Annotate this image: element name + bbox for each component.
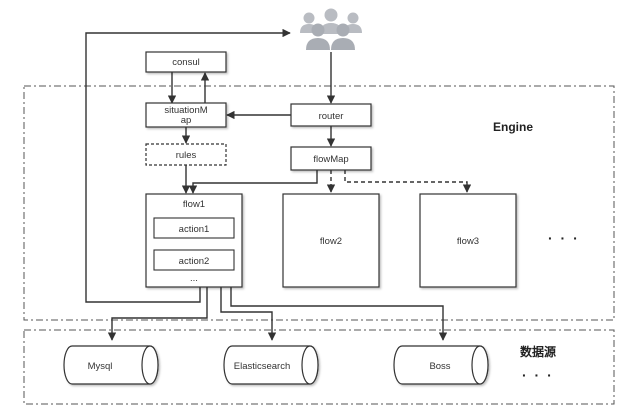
engine-label: Engine: [493, 120, 533, 134]
flow1-box[interactable]: [145, 193, 243, 288]
mysql-label: Mysql: [88, 361, 113, 372]
boss-datasource[interactable]: Boss: [393, 345, 489, 385]
datasource-region: [23, 329, 615, 405]
router-box[interactable]: [290, 103, 372, 127]
situationmap-box[interactable]: [145, 102, 227, 128]
action2-box[interactable]: [153, 249, 235, 271]
flow1-more-label: ...: [190, 273, 198, 284]
flow2-box[interactable]: [282, 193, 380, 288]
situationmap-label-line1: situationM: [164, 105, 207, 116]
dashed-connectors: [326, 170, 472, 193]
consul-box[interactable]: [145, 51, 227, 73]
flow2-label: flow2: [320, 236, 342, 247]
mysql-datasource[interactable]: Mysql: [63, 345, 159, 385]
flowmap-label: flowMap: [313, 154, 348, 165]
flow3-box[interactable]: [419, 193, 517, 288]
datasource-label: 数据源: [520, 344, 556, 359]
users-group-icon: [300, 8, 362, 50]
flow1-to-users-connector: [85, 28, 291, 303]
action1-label: action1: [179, 224, 210, 235]
action1-box[interactable]: [153, 217, 235, 239]
boss-label: Boss: [429, 361, 450, 372]
rules-label: rules: [176, 150, 197, 161]
flow1-label: flow1: [183, 199, 205, 210]
more-datasources-indicator: · · ·: [522, 367, 554, 383]
connectors: [85, 28, 448, 341]
flow3-label: flow3: [457, 236, 479, 247]
elasticsearch-label: Elasticsearch: [234, 361, 291, 372]
action2-label: action2: [179, 256, 210, 267]
elasticsearch-datasource[interactable]: Elasticsearch: [223, 345, 319, 385]
flowmap-to-flow3-connector: [344, 170, 472, 193]
router-label: router: [319, 111, 344, 122]
flowmap-box[interactable]: [290, 146, 372, 171]
flowmap-to-flow1-connector: [188, 170, 318, 194]
more-flows-indicator: · · ·: [548, 230, 580, 246]
flow1-to-boss-connector: [230, 287, 448, 341]
consul-label: consul: [172, 57, 199, 68]
situationmap-label-line2: ap: [181, 115, 192, 126]
flow1-to-elasticsearch-connector: [220, 287, 277, 341]
flow1-to-mysql-connector: [107, 287, 208, 341]
engine-region: [23, 85, 615, 321]
rules-box[interactable]: [145, 143, 227, 166]
